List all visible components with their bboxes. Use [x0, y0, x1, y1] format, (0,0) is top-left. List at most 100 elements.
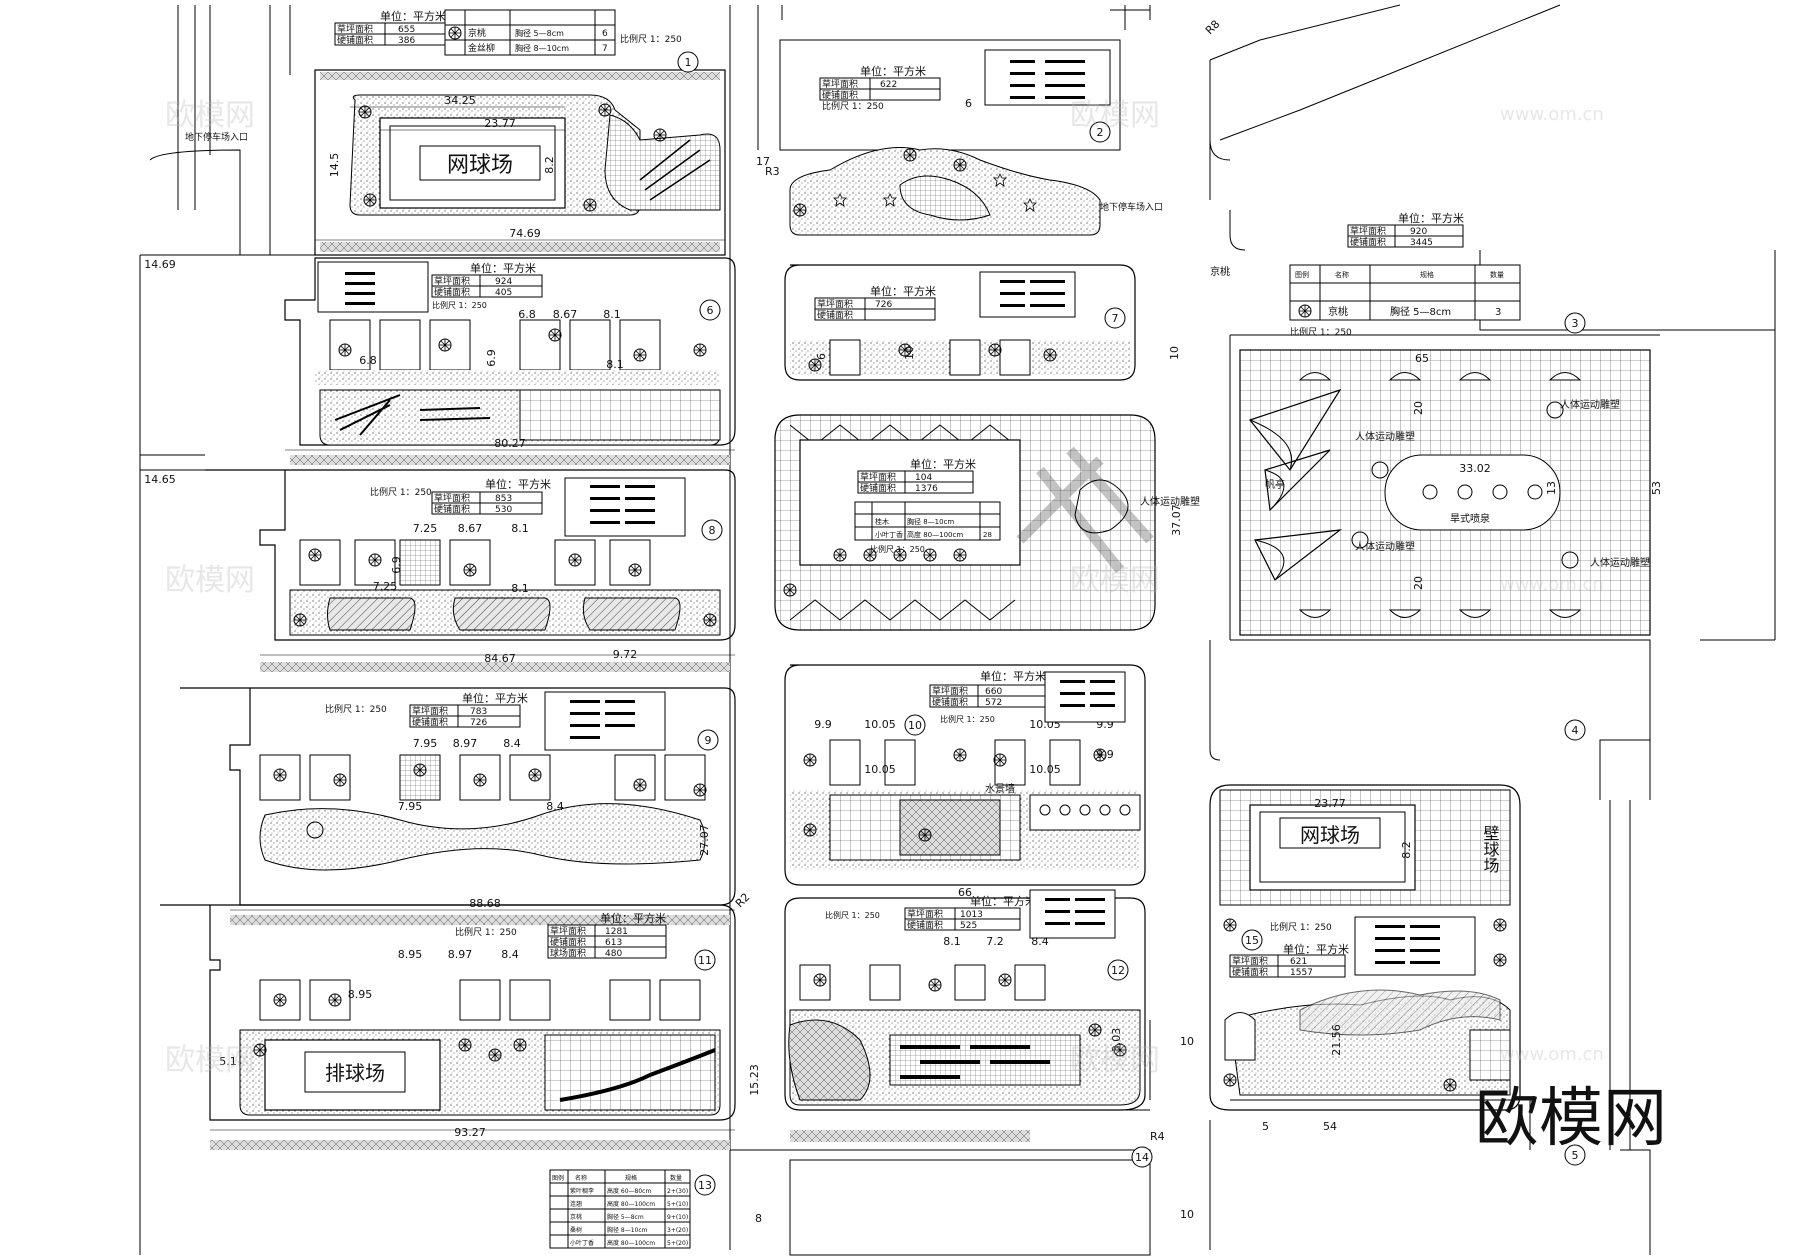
- legend3-qty: 3: [1495, 307, 1501, 318]
- dim-plot9-b: 8.97: [453, 737, 478, 750]
- legend13-spec-3: 胸径 5—8cm: [607, 1213, 644, 1221]
- scale-11: 比例尺 1：250: [455, 926, 517, 938]
- plot-number-6: 6: [707, 304, 714, 317]
- watermark-6: 欧模网: [1070, 1043, 1160, 1078]
- paving-value-8: 530: [495, 505, 512, 515]
- dim-plot8-f: 6.9: [390, 556, 403, 574]
- lawn-value-7: 726: [875, 300, 892, 310]
- dim-plot2-h: 6: [965, 97, 972, 110]
- pavilion-label: 帆亭: [1265, 478, 1285, 491]
- lawn-label-8: 草坪面积: [434, 492, 470, 504]
- lawn-value-plaza: 104: [915, 473, 932, 483]
- plot-number-9: 9: [705, 734, 712, 747]
- wall-court-label: 壁球场: [1481, 824, 1500, 874]
- plant-qty-1a: 6: [602, 29, 608, 39]
- paving-label-6: 硬铺面积: [434, 286, 470, 298]
- paving-label-2: 硬铺面积: [822, 89, 858, 101]
- unit-label-3: 单位：平方米: [1398, 211, 1464, 225]
- legend13-name-5: 小叶丁香: [570, 1239, 594, 1247]
- plot-1: 网球场 34.25 23.77 14.5 8.2 74.69 单位：平方米 草坪…: [185, 9, 726, 256]
- water-feature-label: 水景墙: [985, 782, 1015, 795]
- dim-plot10-b: 10.05: [864, 718, 896, 731]
- lawn-label-plaza: 草坪面积: [860, 471, 896, 483]
- dim-65: 65: [1415, 352, 1429, 365]
- legend3-plant: 京桃: [1328, 305, 1348, 318]
- dim-17: 17: [756, 155, 770, 168]
- lawn-value-12: 1013: [960, 910, 983, 920]
- dim-plot8-g: 8.1: [511, 582, 529, 595]
- dim-plot6-f: 6.9: [485, 349, 498, 367]
- dim-plot6-w: 80.27: [494, 437, 526, 450]
- plot-10: 水景墙 9.9 10.05 10.05 9.9 10.05 10.05 9.9 …: [784, 664, 1146, 899]
- dim-plot15-w: 23.77: [1314, 797, 1346, 810]
- sculpture-label-2: 人体运动雕塑: [1355, 430, 1415, 443]
- watermark-4: 欧模网: [1070, 563, 1160, 598]
- unit-label-8: 单位：平方米: [485, 477, 551, 491]
- dim-plot1-w: 74.69: [509, 227, 541, 240]
- dim-54: 54: [1323, 1120, 1337, 1133]
- court-label-11: 排球场: [325, 1061, 385, 1085]
- lawn-label-10: 草坪面积: [932, 685, 968, 697]
- dim-plot10-f: 10.05: [864, 763, 896, 776]
- plot-number-4: 4: [1572, 724, 1579, 737]
- paving-value-10: 572: [985, 698, 1002, 708]
- dim-plot7-h: 6: [815, 353, 828, 360]
- plot-3: 旱式喷泉 帆亭 人体运动雕塑 人体运动雕塑 人体运动雕塑 人体运动雕塑 33.0…: [1203, 18, 1663, 741]
- dim-plot12-h: 3.03: [1110, 1028, 1123, 1053]
- legend13-head-2: 名称: [575, 1174, 587, 1182]
- paving-label-7: 硬铺面积: [817, 309, 853, 321]
- legend3-head-3: 规格: [1420, 270, 1434, 279]
- dim-plot6-b: 8.67: [553, 308, 578, 321]
- legend3-spec: 胸径 5—8cm: [1390, 305, 1451, 318]
- plot-14: 14 10: [789, 1130, 1194, 1256]
- dim-plot9-h: 27.07: [698, 824, 711, 856]
- sculpture-label-4: 人体运动雕塑: [1590, 556, 1650, 569]
- legend13-name-4: 桑树: [570, 1226, 582, 1234]
- watermark-2: 欧模网: [1070, 98, 1160, 133]
- legend13-spec-1: 高度 60—80cm: [607, 1187, 651, 1195]
- plot-number-7: 7: [1112, 312, 1119, 325]
- dim-plot8-a: 7.25: [413, 522, 438, 535]
- dim-plot8-w: 84.67: [484, 652, 516, 665]
- dim-r4: R4: [1150, 1130, 1165, 1143]
- scale-1: 比例尺 1：250: [620, 33, 682, 45]
- dim-plot10-g: 10.05: [1029, 763, 1061, 776]
- plot-number-15: 15: [1245, 934, 1259, 947]
- legend13-name-1: 紫叶稠李: [570, 1187, 594, 1195]
- plot-15: 网球场 壁球场 23.77 8.2 21.56 比例尺 1：250 单位：平方米…: [1209, 784, 1586, 1166]
- unit-label-2: 单位：平方米: [860, 64, 926, 78]
- plaza-spec-1: 胸径 8—10cm: [907, 517, 954, 526]
- dim-plot14-65: 14.65: [144, 473, 176, 486]
- dim-5-r: 5: [1262, 1120, 1269, 1133]
- paving-label-1: 硬铺面积: [337, 34, 373, 46]
- unit-label-10: 单位：平方米: [980, 669, 1046, 683]
- plot-number-5: 5: [1572, 1149, 1579, 1162]
- scale-8: 比例尺 1：250: [370, 486, 432, 498]
- scale-3: 比例尺 1：250: [1290, 326, 1352, 338]
- parking-entrance-mid: 地下停车场入口: [1100, 201, 1163, 213]
- plant-name-1b: 金丝柳: [468, 42, 495, 54]
- plot-12: 8.1 7.2 8.4 3.03 比例尺 1：250 单位：平方米 草坪面积 硬…: [784, 889, 1194, 1143]
- lawn-label-15: 草坪面积: [1232, 955, 1268, 967]
- paving-value-3: 3445: [1410, 238, 1433, 248]
- dim-53: 53: [1650, 481, 1663, 495]
- dim-plot12-b: 7.2: [986, 935, 1004, 948]
- watermark-url-1: www.om.cn: [1500, 104, 1604, 125]
- paving-value-15: 1557: [1290, 968, 1313, 978]
- lawn-label-6: 草坪面积: [434, 275, 470, 287]
- watermark-3: 欧模网: [165, 563, 255, 598]
- watermark-url-3: www.om.cn: [1500, 1044, 1604, 1065]
- plot-number-11: 11: [698, 954, 712, 967]
- dim-33-02: 33.02: [1459, 462, 1491, 475]
- paving-label-15: 硬铺面积: [1232, 966, 1268, 978]
- lawn-label-1: 草坪面积: [337, 23, 373, 35]
- plaza-sculpture: 人体运动雕塑: [1140, 495, 1200, 508]
- court-label-15: 网球场: [1300, 823, 1360, 847]
- dim-plot15-h: 8.2: [1400, 841, 1413, 859]
- lawn-value-3: 920: [1410, 227, 1427, 237]
- lawn-value-9: 783: [470, 707, 487, 717]
- paving-label-11: 硬铺面积: [550, 936, 586, 948]
- dim-plot11-c: 8.4: [501, 948, 519, 961]
- dim-10-c: 10: [1180, 1208, 1194, 1221]
- plot-2: 单位：平方米 草坪面积 硬铺面积 622 比例尺 1：250 2 6 地下停车场…: [756, 39, 1163, 236]
